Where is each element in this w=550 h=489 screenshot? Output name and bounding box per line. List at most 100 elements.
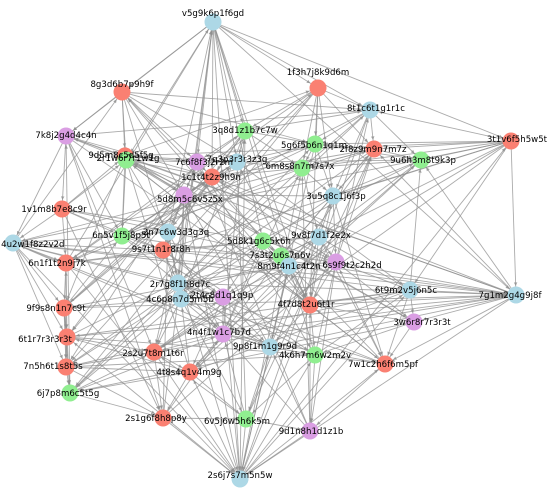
graph-node[interactable] [280,257,298,275]
graph-node[interactable] [55,299,73,317]
edge-arrowhead [310,164,315,169]
edge-arrowhead [258,228,262,233]
graph-node[interactable] [61,384,79,402]
edge-arrowhead [307,242,312,246]
edge [162,231,169,419]
graph-node[interactable] [405,313,423,331]
graph-node[interactable] [57,127,75,145]
edge [162,249,316,356]
graph-node[interactable] [169,274,187,292]
edge-arrowhead [322,186,327,190]
edge [301,109,371,169]
graph-node[interactable] [113,83,131,101]
edge-arrowhead [361,151,366,155]
graph-node[interactable] [214,325,232,343]
edge [239,140,512,480]
node-layer [4,13,525,488]
graph-node[interactable] [306,135,324,153]
edge-arrowhead [171,219,175,224]
edge [12,242,224,335]
graph-node[interactable] [204,13,222,31]
graph-node[interactable] [237,410,255,428]
graph-node[interactable] [236,122,254,140]
node-label: 6t9m2v5j6n5c [375,286,437,296]
graph-node[interactable] [57,254,75,272]
edge-arrowhead [171,244,176,248]
edge [309,261,337,432]
graph-node[interactable] [361,101,379,119]
edge [69,333,224,394]
edge [211,167,303,178]
graph-node[interactable] [117,151,135,169]
edge [183,194,271,348]
graph-node[interactable] [57,358,75,376]
edge [66,336,241,480]
graph-node[interactable] [401,281,419,299]
edge-arrowhead [141,348,146,352]
edge-arrowhead [300,176,305,181]
graph-node[interactable] [53,200,71,218]
graph-node[interactable] [172,290,190,308]
edge-arrowhead [364,155,369,160]
edge-arrowhead [365,118,369,123]
edge [12,91,123,244]
edge-arrowhead [297,176,302,181]
graph-node[interactable] [306,346,324,364]
graph-node[interactable] [412,151,430,169]
edge-arrowhead [200,170,204,175]
edge-arrowhead [70,355,75,360]
graph-node[interactable] [145,343,163,361]
graph-node[interactable] [159,223,177,241]
node-label: 6m8s8n7m7s7x [265,162,334,172]
graph-node[interactable] [365,140,383,158]
graph-node[interactable] [231,470,249,488]
edge-arrowhead [323,144,328,148]
graph-node[interactable] [228,153,246,171]
edge-arrowhead [316,421,321,426]
graph-node[interactable] [154,241,172,259]
graph-node[interactable] [293,159,311,177]
graph-node[interactable] [310,228,328,246]
edge [177,255,282,284]
graph-node[interactable] [261,338,279,356]
graph-node[interactable] [4,234,22,252]
graph-node[interactable] [254,232,272,250]
graph-node[interactable] [188,153,206,171]
node-label: 1f3h7j8k9d6m [287,68,349,78]
graph-node[interactable] [507,286,525,304]
edge-arrowhead [323,258,328,263]
edge-arrowhead [324,253,329,257]
edge [510,140,517,296]
graph-node[interactable] [203,168,221,186]
graph-node[interactable] [324,187,342,205]
graph-node[interactable] [58,328,76,346]
graph-node[interactable] [502,132,520,150]
graph-node[interactable] [154,409,172,427]
edge-arrowhead [364,138,368,143]
node-label: 3q8d1z1b7c7w [212,126,277,136]
edge-arrowhead [54,297,59,301]
edge [183,194,241,480]
graph-node[interactable] [301,296,319,314]
graph-node[interactable] [113,227,131,245]
edge-arrowhead [161,357,166,361]
edge-arrowhead [278,342,283,347]
edge-arrowhead [252,123,257,127]
edge [413,294,517,323]
edge [125,159,337,263]
graph-node[interactable] [309,79,327,97]
edge-arrowhead [289,248,294,252]
edge-arrowhead [74,138,79,142]
node-label: 6s9f9t2c2h2d [322,261,381,271]
node-label: 7q3p3r3r3z3g [207,155,268,165]
graph-node[interactable] [214,288,232,306]
node-label: 3w6r8r7r3r3t [393,318,451,328]
graph-node[interactable] [376,355,394,373]
edge-arrowhead [326,204,330,209]
graph-node[interactable] [301,422,319,440]
graph-node[interactable] [175,186,193,204]
graph-node[interactable] [327,253,345,271]
edge [301,140,512,169]
edge [121,148,375,237]
graph-node[interactable] [181,363,199,381]
